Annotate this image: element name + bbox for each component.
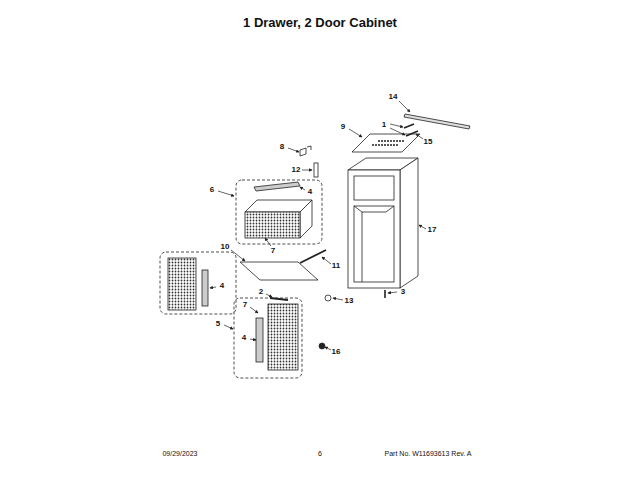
callout-number: 7 [271, 247, 275, 255]
callout-number: 3 [401, 288, 405, 296]
callout-number: 17 [428, 226, 437, 234]
callout-number: 1 [382, 121, 386, 129]
callout-number: 14 [389, 93, 398, 101]
callout-number: 4 [220, 282, 224, 290]
footer-text: 6 [318, 450, 322, 457]
callout-number: 5 [216, 320, 220, 328]
footer-text: 09/29/2023 [162, 450, 197, 457]
diagram-title: 1 Drawer, 2 Door Cabinet [243, 16, 397, 29]
footer-text: Part No. W11693613 Rev. A [385, 450, 472, 457]
callout-number: 4 [308, 188, 312, 196]
callout-number: 9 [341, 123, 345, 131]
callout-number: 4 [242, 334, 246, 342]
callout-number: 11 [332, 262, 340, 270]
callout-number: 13 [345, 297, 354, 305]
callout-number: 16 [332, 348, 341, 356]
callout-number: 15 [424, 138, 433, 146]
callout-number: 6 [210, 186, 214, 194]
callout-number: 12 [292, 166, 301, 174]
callout-number: 7 [243, 301, 247, 309]
callout-number: 2 [259, 288, 263, 296]
callout-number: 8 [280, 143, 284, 151]
leader-lines [210, 101, 426, 350]
callout-number: 10 [221, 243, 230, 251]
